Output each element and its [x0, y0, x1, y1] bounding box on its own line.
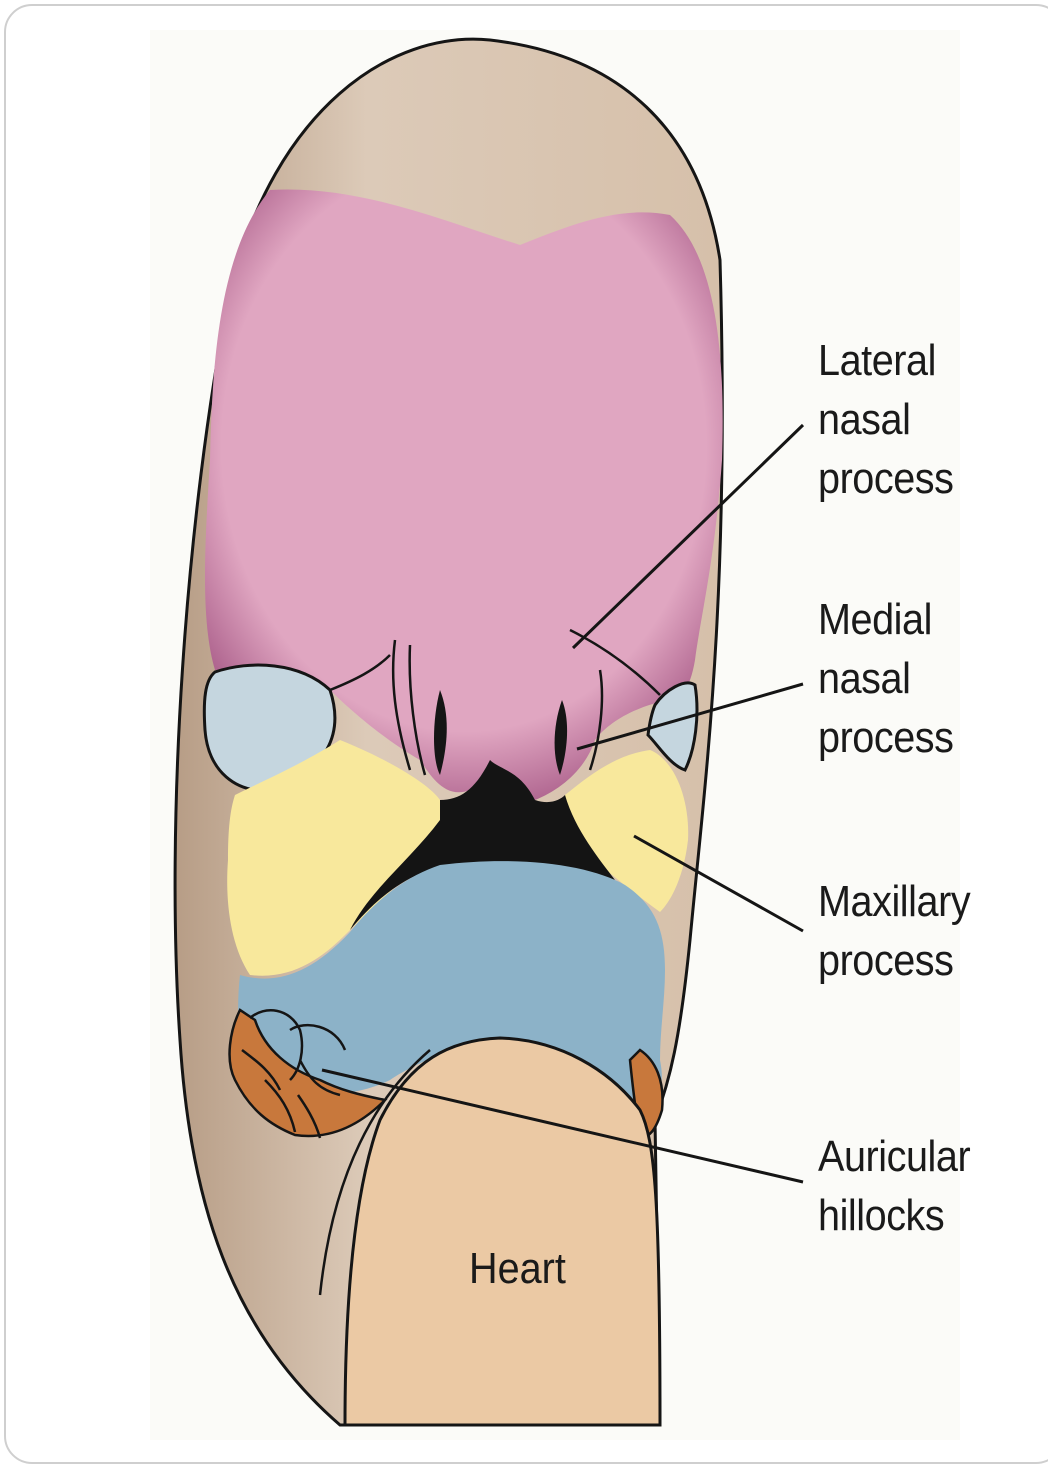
- label-line: Medial: [818, 595, 932, 644]
- label-line: hillocks: [818, 1191, 945, 1240]
- label-line: Maxillary: [818, 877, 971, 926]
- left-auricular-hillocks: [228, 1008, 388, 1138]
- label-heart: Heart: [469, 1244, 566, 1293]
- mandibular-arch: [238, 861, 665, 1100]
- stomodeum: [350, 760, 615, 930]
- right-eye: [646, 681, 699, 772]
- left-maxillary-process: [227, 740, 442, 976]
- label-maxillary-process: Maxillary process: [818, 872, 971, 990]
- label-line: process: [818, 713, 954, 762]
- leader-medial-nasal: [576, 682, 804, 751]
- label-line: nasal: [818, 395, 911, 444]
- leader-auricular: [321, 1068, 804, 1184]
- label-auricular-hillocks: Auricular hillocks: [818, 1127, 971, 1245]
- right-maxillary-process: [565, 750, 689, 912]
- label-medial-nasal-process: Medial nasal process: [818, 590, 954, 767]
- frontonasal-prominence: [205, 189, 723, 801]
- label-line: nasal: [818, 654, 911, 703]
- leader-maxillary: [633, 834, 804, 933]
- label-line: Lateral: [818, 336, 936, 385]
- label-line: Auricular: [818, 1132, 971, 1181]
- label-lateral-nasal-process: Lateral nasal process: [818, 331, 954, 508]
- label-line: process: [818, 936, 954, 985]
- leader-lateral-nasal: [571, 423, 805, 650]
- heart: [343, 1036, 662, 1427]
- label-line: process: [818, 454, 954, 503]
